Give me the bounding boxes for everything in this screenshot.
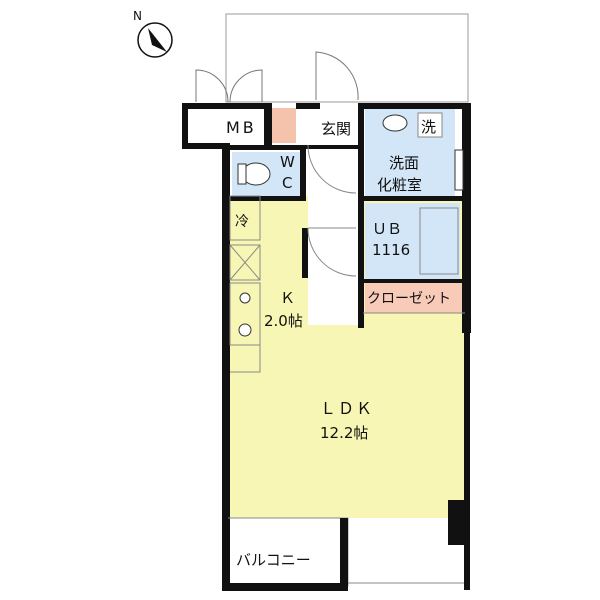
balcony-label: バルコニー <box>236 551 311 569</box>
sink-basin-icon <box>238 323 252 337</box>
compass: N <box>133 9 173 58</box>
entrance-label: 玄関 <box>321 120 351 138</box>
fixtures <box>237 114 464 337</box>
ub-size-label: 1116 <box>372 241 410 259</box>
north-arrow-icon <box>148 28 167 52</box>
entrance-floor <box>272 108 296 143</box>
genkan-floor <box>296 108 356 143</box>
washroom-label-1: 洗面 <box>389 154 419 172</box>
north-label: N <box>133 9 142 23</box>
closet-floor <box>365 283 465 313</box>
wc-label-w: W <box>280 153 295 171</box>
kitchen-size-label: 2.0帖 <box>264 312 303 330</box>
sink-icon <box>382 114 408 132</box>
closet-label: クローゼット <box>367 291 451 307</box>
ldk-size-label: 12.2帖 <box>320 424 368 442</box>
walls <box>182 103 471 591</box>
kitchen-name-label: Ｋ <box>280 289 295 307</box>
corridor-floor <box>308 145 363 325</box>
mb-box <box>182 108 270 145</box>
fridge-label: 冷 <box>235 214 249 230</box>
ub-floor <box>365 203 460 279</box>
washroom-label-2: 化粧室 <box>377 176 422 194</box>
mb-label: MB <box>226 118 257 137</box>
ldk-name-label: ＬＤＫ <box>320 399 374 418</box>
wash-machine-label: 洗 <box>421 118 436 136</box>
upper-outdoor-area <box>225 13 469 103</box>
stove-burner-icon <box>239 292 251 304</box>
wc-label-c: C <box>282 174 292 192</box>
ub-label: ＵＢ <box>372 220 402 238</box>
entry-door-swings <box>195 51 359 103</box>
thin-lines <box>228 144 465 584</box>
